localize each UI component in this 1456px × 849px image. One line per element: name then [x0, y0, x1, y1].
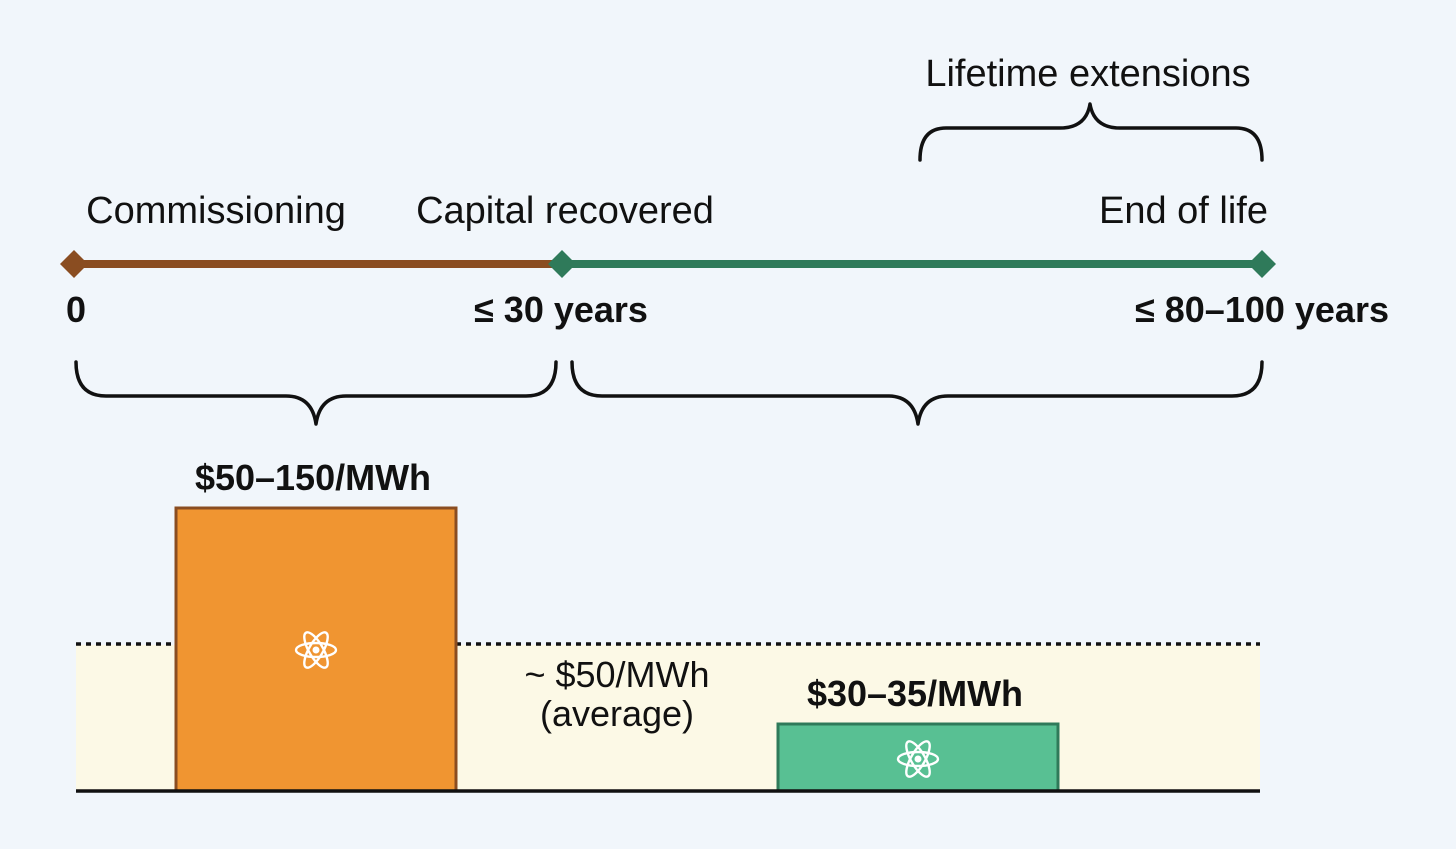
- tick-end-label: ≤ 80–100 years: [1135, 289, 1389, 330]
- average-label-line1: ~ $50/MWh: [524, 654, 709, 695]
- tick-mid-label: ≤ 30 years: [474, 289, 648, 330]
- late-period-brace: [570, 360, 1264, 426]
- atom-icon: [294, 631, 338, 669]
- late-cost-label: $30–35/MWh: [807, 673, 1023, 714]
- timeline-marker-start: [60, 250, 88, 278]
- lifetime-extensions-label: Lifetime extensions: [925, 53, 1250, 95]
- lifetime-extensions-brace: [918, 102, 1264, 162]
- timeline-marker-end-of-life: [1248, 250, 1276, 278]
- end-of-life-label: End of life: [1099, 190, 1268, 232]
- early-period-brace: [74, 360, 558, 426]
- tick-start-label: 0: [66, 289, 86, 330]
- timeline-marker-capital-recovered: [548, 250, 576, 278]
- average-label-line2: (average): [540, 693, 694, 734]
- atom-icon: [896, 740, 940, 778]
- early-cost-label: $50–150/MWh: [195, 457, 431, 498]
- capital-recovered-label: Capital recovered: [416, 190, 714, 232]
- commissioning-label: Commissioning: [86, 190, 346, 232]
